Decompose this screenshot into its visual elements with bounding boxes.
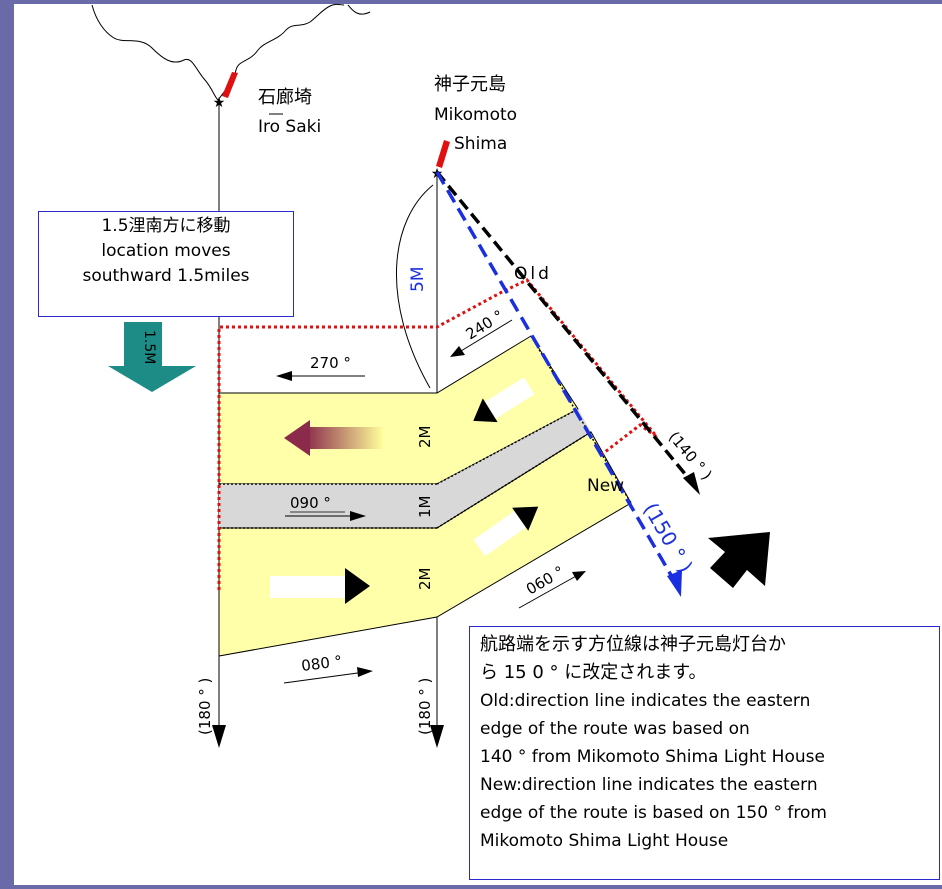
mikomoto-name-en-2: Shima xyxy=(454,134,507,154)
new-150-arrowhead xyxy=(667,570,682,597)
note-en-line-6: Mikomoto Shima Light House xyxy=(480,831,729,851)
arrow-270-head xyxy=(276,371,292,381)
old-140-bearing-line xyxy=(435,170,692,482)
width-2m-bottom: 2M xyxy=(416,568,434,591)
bearing-180-left: (180 ° ) xyxy=(196,678,214,735)
separation-zone xyxy=(219,409,591,528)
arrow-060-head xyxy=(572,571,586,581)
width-1m: 1M xyxy=(416,496,434,519)
shift-arrow-icon xyxy=(108,322,196,392)
bearing-180-right: (180 ° ) xyxy=(416,678,434,735)
move-notice-en-2: southward 1.5miles xyxy=(82,266,250,286)
five-mile-arc xyxy=(396,184,434,389)
arrow-080-line xyxy=(283,671,366,684)
shift-label: 1.5M xyxy=(141,330,157,364)
note-en-line-5: edge of the route is based on 150 ° from xyxy=(480,803,827,823)
mikomoto-name-jp: 神子元島 xyxy=(434,74,506,95)
arrow-080-head xyxy=(357,667,373,677)
new-route-corner xyxy=(600,423,658,457)
arrow-090-head xyxy=(350,511,366,521)
iro-saki-light-marker xyxy=(222,72,238,98)
note-en-line-4: New:direction line indicates the eastern xyxy=(480,775,818,795)
move-notice-jp: 1.5浬南方に移動 xyxy=(101,216,231,236)
revision-note-box: 航路端を示す方位線は神子元島灯台か ら 15 0 ° に改定されます。 Old:… xyxy=(469,626,940,880)
mikomoto-name-en-1: Mikomoto xyxy=(434,105,517,125)
mikomoto-light-marker xyxy=(436,140,450,168)
new-150-bearing-line xyxy=(435,171,677,583)
note-en-line-1: Old:direction line indicates the eastern xyxy=(480,691,811,711)
arrow-240-line xyxy=(455,319,513,355)
move-notice-box: 1.5浬南方に移動 location moves southward 1.5mi… xyxy=(38,211,294,317)
dir-090-label: 090 ° xyxy=(290,494,331,512)
eastbound-flow-arrow xyxy=(270,568,370,604)
northeast-flow-arrow xyxy=(473,506,539,557)
north-arrow-icon xyxy=(708,532,770,588)
note-en-line-3: 140 ° from Mikomoto Shima Light House xyxy=(480,747,825,767)
old-route-boundary xyxy=(217,278,659,590)
southwest-flow-arrow xyxy=(473,377,535,423)
iro-saki-name-jp: 石廊埼 xyxy=(258,87,312,108)
move-notice-en-1: location moves xyxy=(101,241,231,261)
five-mile-label: 5M xyxy=(408,267,428,292)
iro-saki-name-en: Iro Saki xyxy=(258,117,321,137)
arrow-060-line xyxy=(518,574,579,609)
note-en-line-2: edge of the route was based on xyxy=(480,719,750,739)
arrow-180-left-head xyxy=(212,725,226,748)
note-jp-line-1: 航路端を示す方位線は神子元島灯台か xyxy=(480,634,786,655)
separation-top-edge-2 xyxy=(436,408,579,485)
new-label: New xyxy=(587,476,624,496)
dir-080-label: 080 ° xyxy=(300,652,343,675)
note-jp-line-2: ら 15 0 ° に改定されます。 xyxy=(480,662,707,683)
old-140-arrowhead xyxy=(683,472,700,495)
arrow-180-right-head xyxy=(430,725,444,748)
old-label: Old xyxy=(514,264,552,284)
westbound-flow-arrow xyxy=(284,420,383,456)
dir-270-label: 270 ° xyxy=(310,354,351,372)
arrow-240-head xyxy=(450,346,465,357)
width-2m-top: 2M xyxy=(416,426,434,449)
